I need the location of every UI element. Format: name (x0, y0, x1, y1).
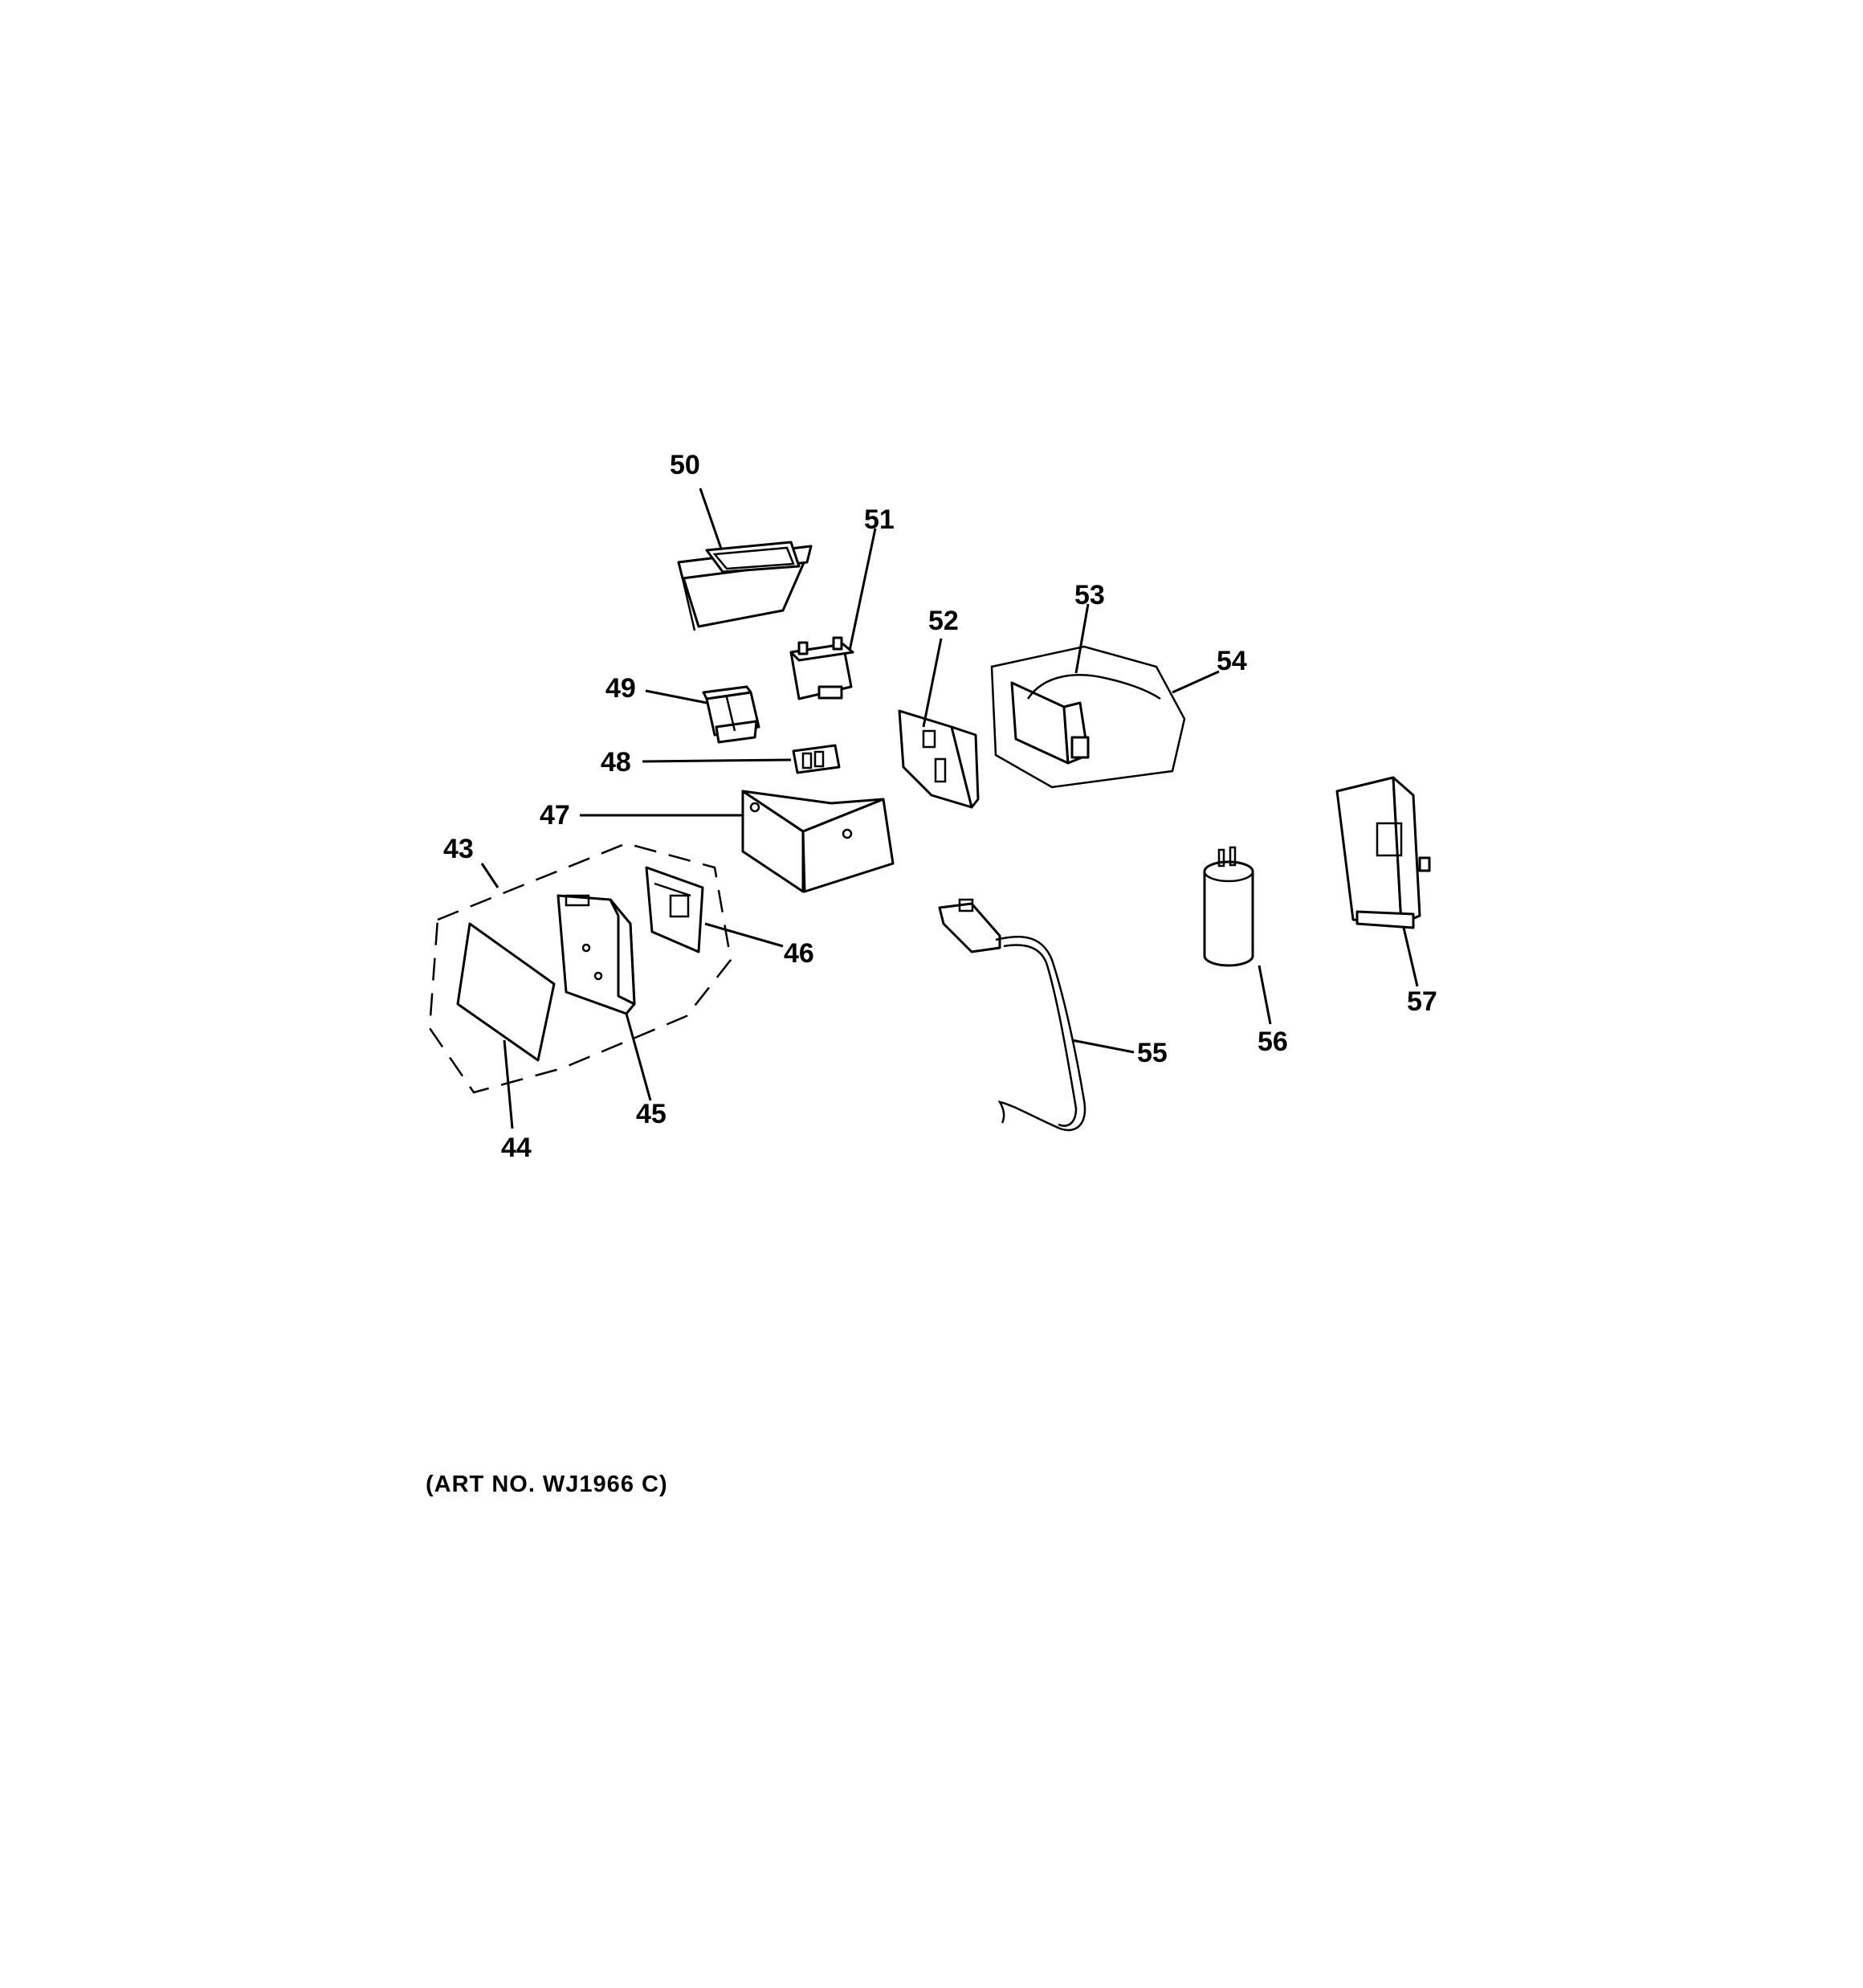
part-55-harness (938, 898, 1135, 1132)
callout-50: 50 (670, 450, 700, 480)
part-51-relay (789, 528, 877, 700)
part-52-bracket (898, 638, 980, 809)
callout-45: 45 (636, 1099, 667, 1129)
callout-47: 47 (540, 800, 570, 831)
callout-44: 44 (501, 1133, 532, 1163)
callout-46: 46 (784, 938, 814, 969)
part-44-sheet (456, 922, 556, 1129)
part-47-control-box (580, 790, 895, 893)
part-45-board-housing (556, 894, 652, 1101)
callout-52: 52 (928, 606, 959, 636)
part-57-cover (1335, 776, 1431, 987)
callout-55: 55 (1137, 1038, 1168, 1068)
callout-57: 57 (1407, 986, 1437, 1017)
callout-43: 43 (443, 834, 474, 864)
callout-49: 49 (605, 673, 636, 704)
part-56-capacitor (1203, 846, 1272, 1025)
callout-48: 48 (601, 747, 631, 778)
callout-51: 51 (864, 504, 895, 535)
part-46-pcb (645, 866, 784, 953)
part-53-54-sensor (990, 603, 1220, 789)
callout-53: 53 (1074, 580, 1105, 610)
part-43-kit-boundary (428, 842, 732, 1094)
part-50-panel (677, 488, 813, 631)
art-number: (ART NO. WJ1966 C) (426, 1472, 668, 1497)
part-48-connector (642, 744, 841, 774)
part-49-transformer (645, 685, 760, 744)
callout-54: 54 (1217, 646, 1247, 676)
callout-56: 56 (1258, 1027, 1288, 1057)
